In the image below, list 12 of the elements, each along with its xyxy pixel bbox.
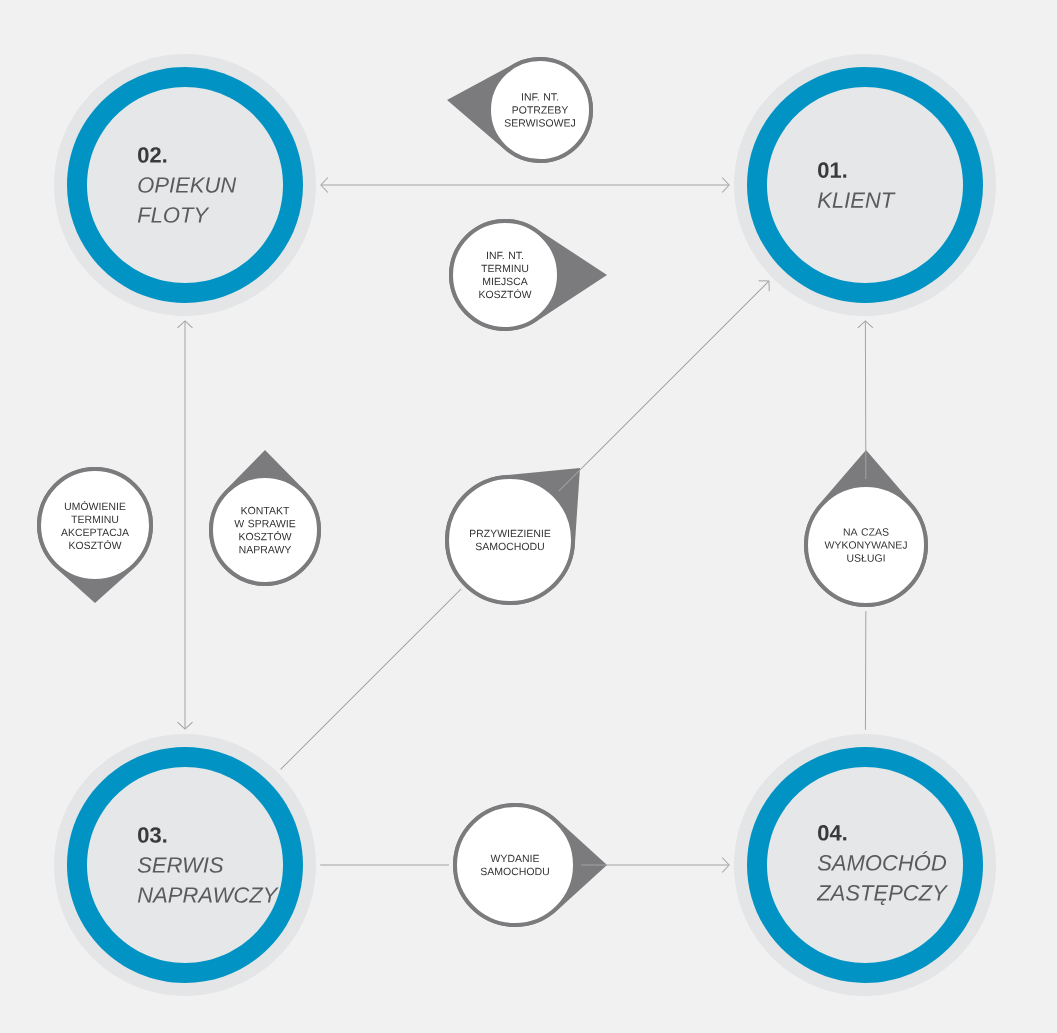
- callout-bubble: PRZYWIEZIENIE SAMOCHODU: [445, 468, 580, 605]
- callout-bubble: INF. NT. TERMINU MIEJSCA KOSZTÓW: [449, 219, 607, 331]
- callout-bubble: KONTAKT W SPRAWIE KOSZTÓW NAPRAWY: [209, 450, 321, 586]
- callout-bubble: NA CZAS WYKONYWANEJ USŁUGI: [804, 450, 928, 607]
- arrow: [857, 320, 874, 480]
- callout-bubble: UMÓWIENIE TERMINU AKCEPTACJA KOSZTÓW: [37, 467, 153, 603]
- callout-bubble: WYDANIE SAMOCHODU: [453, 803, 607, 927]
- arrow: [320, 177, 730, 193]
- arrow: [558, 280, 770, 492]
- arrow: [177, 320, 193, 730]
- callout-bubble: INF. NT. POTRZEBY SERWISOWEJ: [447, 57, 593, 163]
- arrow: [580, 857, 730, 873]
